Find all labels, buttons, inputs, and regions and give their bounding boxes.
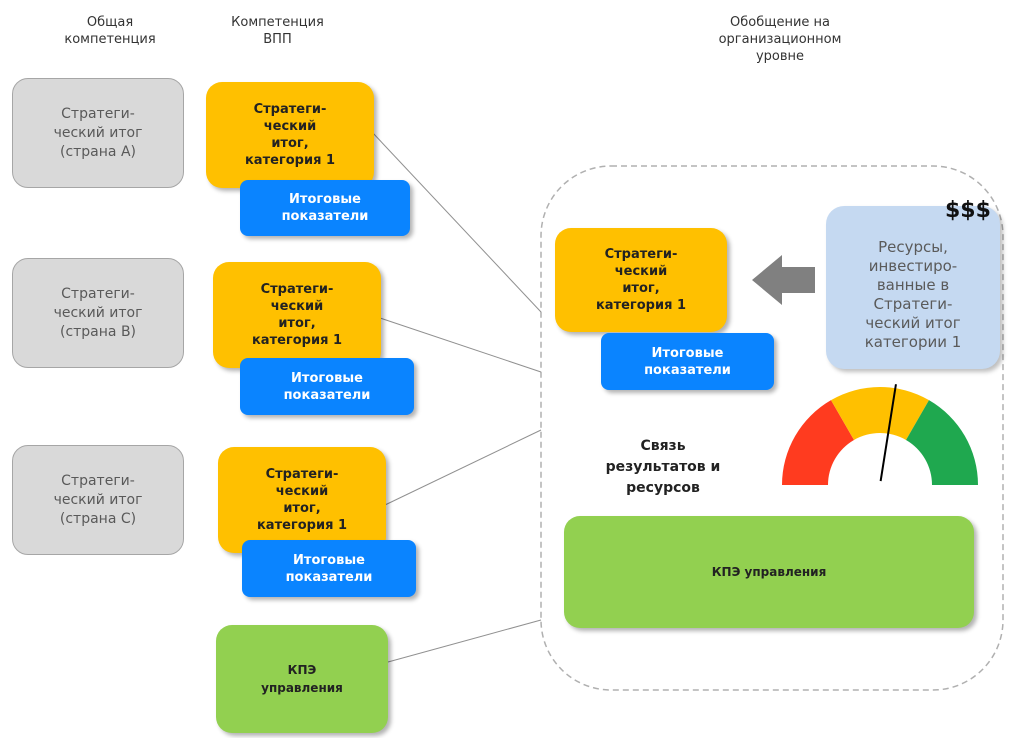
header-general-competence: Общая компетенция [64, 15, 156, 47]
gauge-meter [782, 384, 978, 485]
connector-line-3 [384, 429, 542, 506]
resources-box: Ресурсы, инвестиро- ванные в Стратеги- ч… [826, 206, 1000, 369]
org-category-outcome: Стратеги- ческий итог, категория 1 [555, 228, 727, 332]
connector-line-2 [379, 317, 542, 373]
indicators-badge-3: Итоговые показатели [242, 540, 416, 597]
gauge-segment-yellow [831, 387, 929, 440]
country-outcome-a: Стратеги- ческий итог (страна A) [12, 78, 184, 188]
header-org-level: Обобщение на организационном уровне [718, 15, 842, 64]
country-outcome-c: Стратеги- ческий итог (страна C) [12, 445, 184, 555]
org-level-panel [540, 165, 1004, 691]
country-outcome-b: Стратеги- ческий итог (страна B) [12, 258, 184, 368]
category-outcome-1: Стратеги- ческий итог, категория 1 [206, 82, 374, 188]
kpi-management-large: КПЭ управления [564, 516, 974, 628]
link-results-resources-label: Связь результатов и ресурсов [605, 438, 721, 496]
header-vpp-competence: Компетенция ВПП [231, 15, 324, 47]
indicators-badge-1: Итоговые показатели [240, 180, 410, 236]
arrow-left-icon [752, 255, 815, 305]
category-outcome-2: Стратеги- ческий итог, категория 1 [213, 262, 381, 368]
kpi-management-small: КПЭ управления [216, 625, 388, 733]
org-indicators-badge: Итоговые показатели [601, 333, 774, 390]
connector-line-4 [387, 619, 542, 663]
category-outcome-3: Стратеги- ческий итог, категория 1 [218, 447, 386, 553]
gauge-segment-green [906, 400, 978, 485]
gauge-segment-red [782, 400, 854, 485]
gauge-needle [879, 384, 897, 482]
indicators-badge-2: Итоговые показатели [240, 358, 414, 415]
connector-line-1 [371, 131, 542, 313]
dollar-signs: $$$ [945, 198, 991, 223]
